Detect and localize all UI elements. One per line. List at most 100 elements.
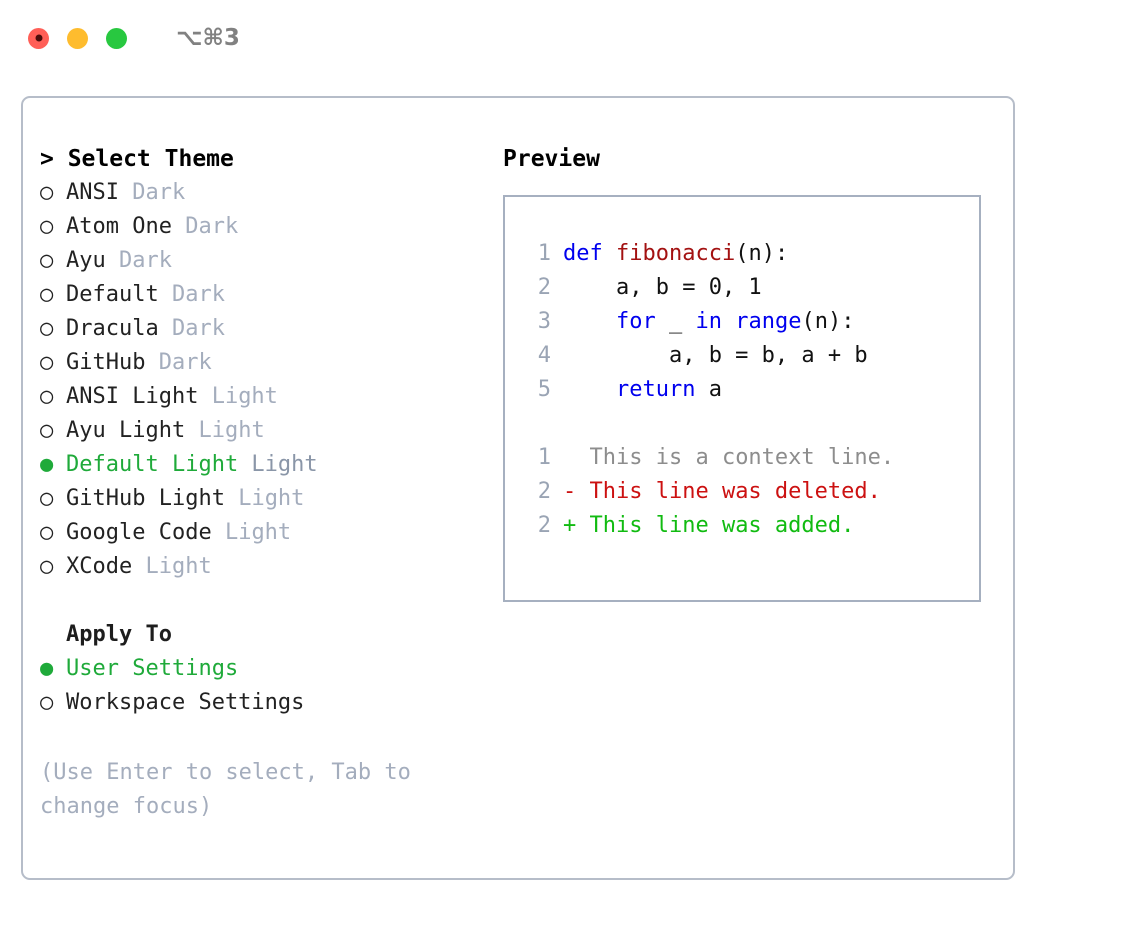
theme-option-label: GitHub	[66, 350, 146, 375]
code-token: def	[563, 241, 616, 266]
code-token: range	[735, 309, 802, 334]
line-number: 1	[537, 445, 551, 470]
theme-variant-label: Light	[224, 486, 305, 511]
theme-list-column: > Select Theme ○ANSI Dark○Atom One Dark○…	[23, 142, 488, 878]
keyboard-shortcut-label: ⌥⌘3	[176, 25, 240, 51]
theme-variant-label: Light	[238, 452, 318, 477]
radio-unselected-icon: ○	[40, 180, 54, 205]
theme-option-default[interactable]: ○ Default Dark	[40, 278, 488, 312]
line-number: 5	[537, 377, 551, 402]
apply-to-option-workspace-settings[interactable]: ○ Workspace Settings	[40, 686, 488, 720]
theme-option-ayu[interactable]: ○ Ayu Dark	[40, 244, 488, 278]
diff-line: 1 This is a context line.	[523, 441, 979, 475]
diff-line: 2 + This line was added.	[523, 509, 979, 543]
code-token: a, b = b, a + b	[563, 343, 868, 368]
radio-unselected-icon: ○	[40, 282, 54, 307]
theme-option-label: Default Light	[66, 452, 239, 477]
code-token: for	[615, 309, 656, 334]
theme-option-ansi-light[interactable]: ○ ANSI Light Light	[40, 380, 488, 414]
theme-option-label: Google Code	[66, 520, 212, 545]
theme-variant-label: Light	[211, 520, 292, 545]
theme-variant-label: Dark	[158, 282, 225, 307]
section-spacer	[40, 584, 488, 618]
diff-text: This line was deleted.	[576, 479, 881, 504]
title-bar: ⌥⌘3	[0, 0, 1140, 76]
maximize-button-icon[interactable]	[106, 27, 127, 49]
keyboard-hint-text: (Use Enter to select, Tab to change focu…	[40, 760, 425, 819]
theme-option-label: Ayu Light	[66, 418, 186, 443]
theme-option-xcode[interactable]: ○ XCode Light	[40, 550, 488, 584]
select-theme-header: > Select Theme	[40, 146, 234, 172]
line-number: 3	[537, 309, 551, 334]
code-token	[563, 309, 616, 334]
radio-unselected-icon: ○	[40, 316, 54, 341]
apply-to-header: Apply To	[66, 622, 172, 647]
theme-option-label: Ayu	[66, 248, 106, 273]
theme-option-google-code[interactable]: ○Google Code Light	[40, 516, 488, 550]
theme-option-label: Default	[66, 282, 159, 307]
diff-line: 2- This line was deleted.	[523, 475, 979, 509]
radio-unselected-icon: ○	[40, 248, 54, 273]
theme-option-label: ANSI	[66, 180, 119, 205]
minimize-button-icon[interactable]	[67, 27, 88, 49]
line-number: 2	[537, 479, 551, 504]
code-token: fibonacci	[615, 241, 736, 266]
theme-option-atom-one[interactable]: ○ Atom One Dark	[40, 210, 488, 244]
radio-unselected-icon: ○	[40, 554, 54, 579]
apply-to-option-label: Workspace Settings	[66, 690, 305, 715]
theme-picker-panel: > Select Theme ○ANSI Dark○Atom One Dark○…	[21, 96, 1015, 880]
line-number: 2	[537, 513, 551, 538]
radio-unselected-icon: ○	[40, 486, 54, 511]
theme-option-github-light[interactable]: ○ GitHub Light Light	[40, 482, 488, 516]
theme-variant-label: Dark	[145, 350, 212, 375]
close-button-icon[interactable]	[28, 27, 49, 49]
theme-variant-label: Light	[132, 554, 212, 579]
theme-option-ayu-light[interactable]: ○Ayu Light Light	[40, 414, 488, 448]
radio-unselected-icon: ○	[40, 384, 54, 409]
theme-option-dracula[interactable]: ○ Dracula Dark	[40, 312, 488, 346]
theme-option-default-light[interactable]: ● Default Light Light	[40, 448, 488, 482]
code-line: 4 a, b = b, a + b	[523, 339, 979, 373]
theme-option-ansi[interactable]: ○ ANSI Dark	[40, 176, 488, 210]
theme-variant-label: Dark	[158, 316, 225, 341]
theme-variant-label: Dark	[118, 180, 186, 205]
theme-variant-label: Light	[198, 384, 278, 409]
theme-option-label: ANSI Light	[66, 384, 199, 409]
diff-marker: -	[563, 479, 577, 504]
code-token: a	[695, 377, 722, 402]
code-token: (n):	[801, 309, 855, 334]
code-blank-line	[523, 407, 979, 441]
theme-variant-label: Dark	[105, 248, 172, 273]
code-token	[722, 309, 735, 334]
radio-unselected-icon: ○	[40, 214, 54, 239]
theme-variant-label: Dark	[171, 214, 239, 239]
radio-selected-icon: ●	[40, 452, 54, 477]
diff-marker	[563, 445, 576, 470]
apply-to-list[interactable]: ●User Settings ○ Workspace Settings	[40, 652, 488, 720]
theme-option-github[interactable]: ○ GitHub Dark	[40, 346, 488, 380]
traffic-lights	[28, 27, 127, 49]
diff-text: This is a context line.	[576, 445, 895, 470]
radio-unselected-icon: ○	[40, 350, 54, 375]
line-number: 4	[537, 343, 551, 368]
theme-variant-label: Light	[185, 418, 265, 443]
theme-option-label: Atom One	[66, 214, 172, 239]
diff-marker: +	[563, 513, 577, 538]
code-token: (n):	[735, 241, 789, 266]
code-token: in	[695, 309, 722, 334]
radio-unselected-icon: ○	[40, 690, 54, 715]
theme-option-label: Dracula	[66, 316, 159, 341]
diff-text: This line was added.	[576, 513, 855, 538]
theme-option-label: XCode	[66, 554, 133, 579]
theme-list[interactable]: ○ ANSI Dark ○ Atom One Dark ○ Ayu Dark ○ Defaul…	[40, 176, 488, 584]
code-line: 3 for _ in range(n):	[523, 305, 979, 339]
code-token: return	[615, 377, 696, 402]
code-line: 2 a, b = 0, 1	[523, 271, 979, 305]
code-line: 5 return a	[523, 373, 979, 407]
apply-to-option-user-settings[interactable]: ●User Settings	[40, 652, 488, 686]
theme-option-label: GitHub Light	[66, 486, 225, 511]
